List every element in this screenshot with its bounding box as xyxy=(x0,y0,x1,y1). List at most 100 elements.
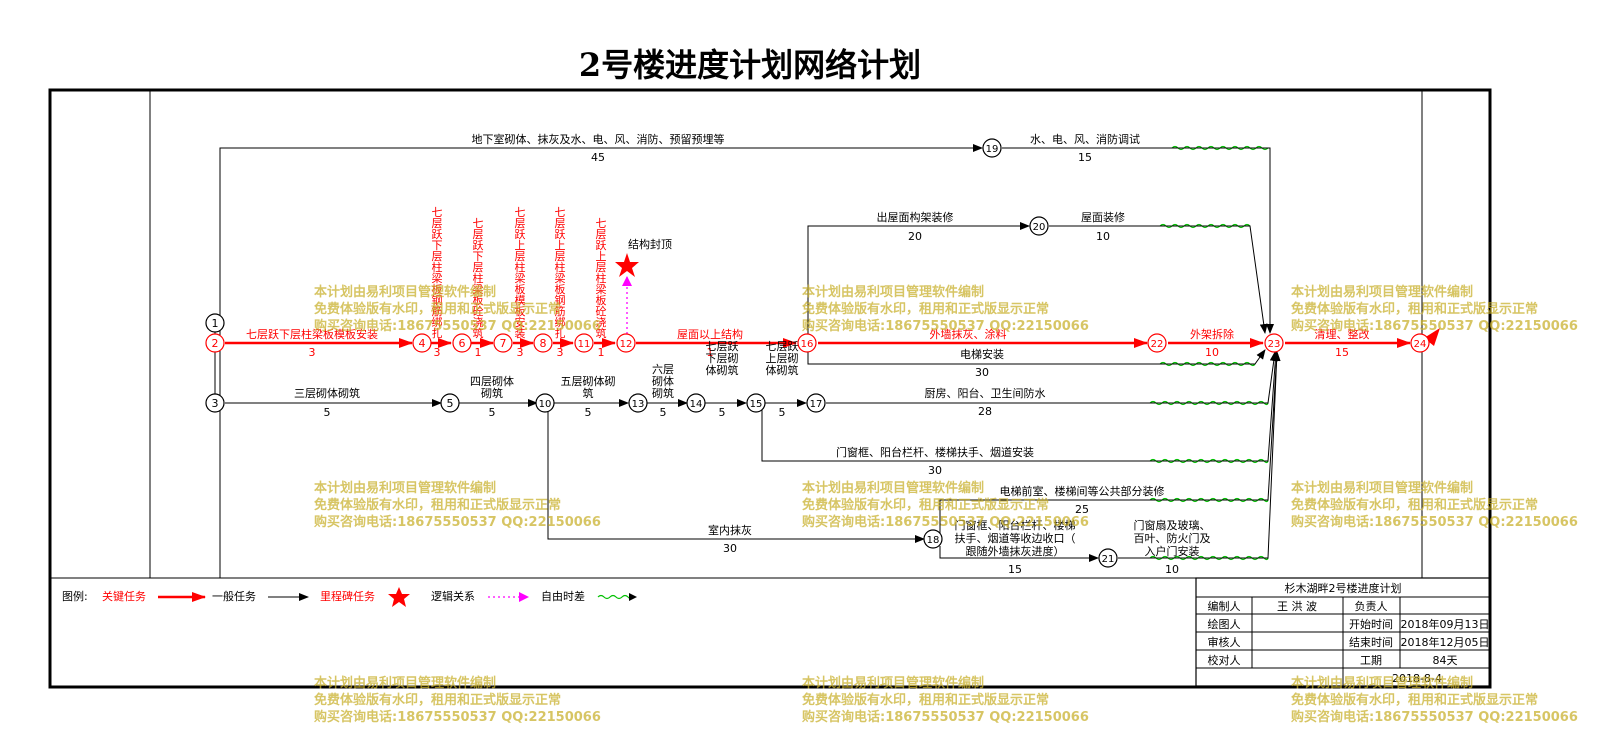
svg-text:五层砌体砌: 五层砌体砌 xyxy=(561,374,616,388)
svg-text:筋: 筋 xyxy=(432,304,443,318)
legend-critical-label: 关键任务 xyxy=(102,589,146,603)
task-name: 地下室砌体、抹灰及水、电、风、消防、预留预埋等 xyxy=(472,132,725,146)
task-days: 1 xyxy=(707,346,714,359)
svg-text:筑: 筑 xyxy=(473,326,484,340)
svg-text:24: 24 xyxy=(1414,339,1427,350)
svg-text:柱: 柱 xyxy=(432,260,443,274)
node-23: 23 xyxy=(1264,333,1284,353)
node-15: 15 xyxy=(746,393,766,413)
svg-text:钢: 钢 xyxy=(432,294,443,307)
svg-text:14: 14 xyxy=(690,399,703,410)
node-4: 4 xyxy=(412,333,432,353)
svg-text:上: 上 xyxy=(596,250,607,263)
svg-text:13: 13 xyxy=(632,399,645,410)
legend-milestone-label: 里程碑任务 xyxy=(320,590,375,603)
node-1: 1 xyxy=(205,313,225,333)
svg-text:22: 22 xyxy=(1151,339,1164,350)
node-20: 20 xyxy=(1029,216,1049,236)
svg-text:梁: 梁 xyxy=(596,282,607,296)
svg-text:跃: 跃 xyxy=(555,227,566,241)
task-days: 5 xyxy=(779,406,786,419)
svg-text:下: 下 xyxy=(432,239,443,252)
page-title: 2号楼进度计划网络计划 xyxy=(578,46,922,84)
svg-text:20: 20 xyxy=(1033,222,1046,233)
node-19: 19 xyxy=(982,138,1002,158)
svg-text:层: 层 xyxy=(473,261,484,274)
svg-text:体砌筑: 体砌筑 xyxy=(706,363,739,377)
svg-text:七层跃: 七层跃 xyxy=(766,339,799,353)
task-days: 30 xyxy=(975,366,989,379)
node-11: 11 xyxy=(574,333,594,353)
watermark-text: 本计划由易利项目管理软件编制免费体验版有水印，租用和正式版显示正常购买咨询电话:… xyxy=(314,481,601,530)
watermark-text: 本计划由易利项目管理软件编制免费体验版有水印，租用和正式版显示正常购买咨询电话:… xyxy=(802,481,1089,530)
task-days: 3 xyxy=(557,346,564,359)
watermark-text: 本计划由易利项目管理软件编制免费体验版有水印，租用和正式版显示正常购买咨询电话:… xyxy=(802,285,1089,334)
svg-text:模: 模 xyxy=(515,294,526,307)
normal-arrows xyxy=(214,144,1281,562)
svg-text:浇: 浇 xyxy=(596,316,607,329)
wrapped-labels: 七层跃下层柱梁板钢筋绑扎七层跃下层柱梁板砼浇筑七层跃上层柱梁板模板安装七层跃上层… xyxy=(432,206,1211,558)
task-name: 电梯前室、楼梯间等公共部分装修 xyxy=(1000,484,1165,498)
node-2: 2 xyxy=(205,333,225,353)
table-cell: 开始时间 xyxy=(1349,617,1393,631)
svg-text:下: 下 xyxy=(473,250,484,263)
task-days: 5 xyxy=(489,406,496,419)
node-18: 18 xyxy=(923,529,943,549)
task-name: 电梯安装 xyxy=(960,347,1004,361)
task-days: 45 xyxy=(591,151,605,164)
legend-title: 图例: xyxy=(62,589,88,603)
watermark-text: 本计划由易利项目管理软件编制免费体验版有水印，租用和正式版显示正常购买咨询电话:… xyxy=(1291,285,1578,334)
task-days: 15 xyxy=(1078,151,1092,164)
task-days: 15 xyxy=(1335,346,1349,359)
legend-logic-label: 逻辑关系 xyxy=(431,589,475,603)
svg-text:柱: 柱 xyxy=(473,271,484,285)
legend-slack-wave-icon xyxy=(597,594,631,600)
table-cell: 编制人 xyxy=(1208,599,1241,613)
milestone-star-icon xyxy=(615,253,639,277)
svg-text:扎: 扎 xyxy=(555,326,566,340)
svg-text:砼: 砼 xyxy=(596,305,607,318)
task-days: 5 xyxy=(660,406,667,419)
svg-text:浇: 浇 xyxy=(473,316,484,329)
task-name: 三层砌体砌筑 xyxy=(294,386,360,400)
svg-text:七: 七 xyxy=(473,217,484,230)
svg-text:装: 装 xyxy=(515,327,526,340)
svg-text:层: 层 xyxy=(473,228,484,241)
svg-text:8: 8 xyxy=(540,337,547,350)
task-name: 清理、整改 xyxy=(1315,327,1370,341)
table-cell: 王 洪 波 xyxy=(1277,599,1317,613)
svg-text:入户门安装: 入户门安装 xyxy=(1145,544,1200,558)
svg-text:16: 16 xyxy=(801,339,814,350)
task-days: 28 xyxy=(978,405,992,418)
svg-text:2: 2 xyxy=(212,337,219,350)
svg-text:板: 板 xyxy=(596,293,607,307)
table-cell: 2018年12月05日 xyxy=(1401,635,1490,649)
svg-text:3: 3 xyxy=(212,397,219,410)
task-days: 25 xyxy=(1075,503,1089,516)
svg-text:柱: 柱 xyxy=(596,271,607,285)
svg-text:体砌筑: 体砌筑 xyxy=(766,363,799,377)
svg-text:4: 4 xyxy=(419,337,426,350)
svg-text:梁: 梁 xyxy=(432,271,443,285)
svg-text:砼: 砼 xyxy=(473,305,484,318)
table-cell: 负责人 xyxy=(1355,599,1388,613)
svg-text:层: 层 xyxy=(596,228,607,241)
task-days: 30 xyxy=(723,542,737,555)
svg-text:10: 10 xyxy=(539,399,552,410)
table-cell: 84天 xyxy=(1433,654,1458,667)
task-labels: 地下室砌体、抹灰及水、电、风、消防、预留预埋等 45 水、电、风、消防调试 15… xyxy=(246,132,1370,576)
svg-text:梁: 梁 xyxy=(555,271,566,285)
watermark-text: 本计划由易利项目管理软件编制免费体验版有水印，租用和正式版显示正常购买咨询电话:… xyxy=(802,676,1089,725)
node-8: 8 xyxy=(533,333,553,353)
svg-text:七: 七 xyxy=(515,206,526,219)
svg-text:柱: 柱 xyxy=(515,260,526,274)
svg-text:跃: 跃 xyxy=(515,227,526,241)
svg-text:筋: 筋 xyxy=(555,304,566,318)
table-cell: 结束时间 xyxy=(1349,636,1393,649)
svg-text:七层跃: 七层跃 xyxy=(706,339,739,353)
svg-text:17: 17 xyxy=(810,399,823,410)
